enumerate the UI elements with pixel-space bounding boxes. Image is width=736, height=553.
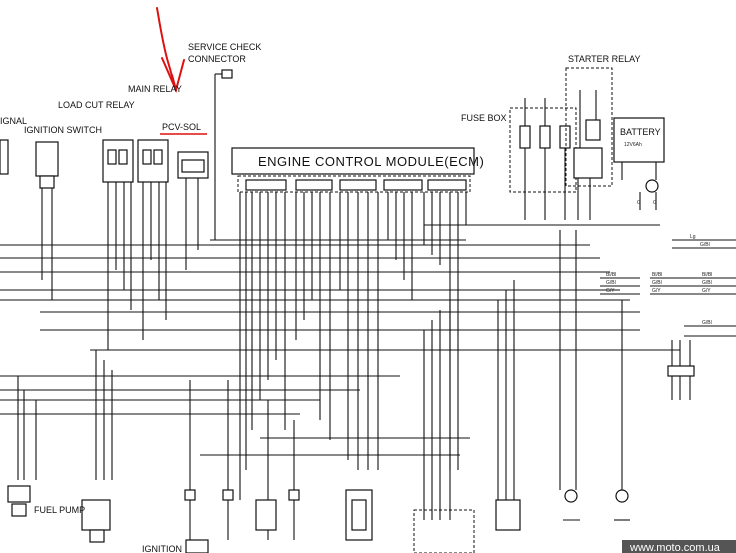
pcv-sol-label: PCV-SOL (162, 122, 201, 132)
main-relay-label: MAIN RELAY (128, 84, 182, 94)
rb3-wire-2: G/Bl (702, 280, 712, 286)
inline-connectors (184, 489, 300, 531)
rb2-out-wire-2: G/Bl (652, 280, 662, 286)
pcv-solenoid (177, 151, 209, 270)
rb4-wire-1: G/Bl (702, 320, 712, 326)
ignition-switch-label: IGNITION SWITCH (24, 125, 102, 135)
signal-label: IGNAL (0, 116, 27, 126)
rb2-wire-2: G/Bl (606, 280, 616, 286)
starter-relay (565, 67, 613, 220)
rb2-out-wire-1: Bl/Bl (652, 272, 662, 278)
fuel-pump: FUEL PUMP (34, 499, 111, 543)
ignition-lower: IGNITION (142, 539, 209, 553)
ecm-module: ENGINE CONTROL MODULE(ECM) (231, 147, 484, 193)
connector-label: CONNECTOR (188, 54, 246, 64)
load-cut-relay-label: LOAD CUT RELAY (58, 100, 135, 110)
ignition-lower-label: IGNITION (142, 544, 182, 553)
horizontal-bus-wires (0, 224, 680, 456)
battery-ground-2: G (653, 200, 657, 206)
rb3-wire-1: Bl/Bl (702, 272, 712, 278)
ignition-switch (0, 139, 59, 300)
rb2-wire-3: G/Y (606, 288, 615, 294)
battery-label: BATTERY (620, 127, 661, 137)
battery: BATTERY 12V6Ah G G (613, 117, 665, 210)
ecm-label: ENGINE CONTROL MODULE(ECM) (258, 154, 484, 169)
fuel-pump-label: FUEL PUMP (34, 505, 85, 515)
rb2-out-wire-3: G/Y (652, 288, 661, 294)
left-connector (7, 485, 31, 517)
lower-vertical-wires (17, 230, 623, 540)
red-annotation-arrow (156, 7, 185, 94)
service-check-label: SERVICE CHECK (188, 42, 261, 52)
sensor-connector (345, 489, 373, 541)
service-check-connector (214, 69, 233, 240)
battery-ground-1: G (637, 200, 641, 206)
right-bundle-1: Lg G/Bl (672, 234, 736, 249)
watermark-text: www.moto.com.ua (629, 542, 721, 553)
load-cut-relay (102, 139, 134, 350)
ground-terminals (563, 489, 630, 521)
starter-relay-label: STARTER RELAY (568, 54, 641, 64)
right-bundle-4: G/Bl (667, 320, 736, 400)
battery-spec: 12V6Ah (624, 142, 642, 148)
right-bundle-2: Bl/Bl G/Bl G/Y Bl/Bl G/Bl G/Y Bl/Bl G/Bl… (600, 272, 736, 295)
rb1-wire-2: G/Bl (700, 242, 710, 248)
lower-right-connector (413, 499, 521, 553)
rb2-wire-1: Bl/Bl (606, 272, 616, 278)
fuse-box-label: FUSE BOX (461, 113, 507, 123)
main-relay (137, 139, 169, 340)
watermark: www.moto.com.ua (622, 540, 736, 553)
rb1-wire-1: Lg (690, 234, 696, 240)
rb3-wire-3: G/Y (702, 288, 711, 294)
